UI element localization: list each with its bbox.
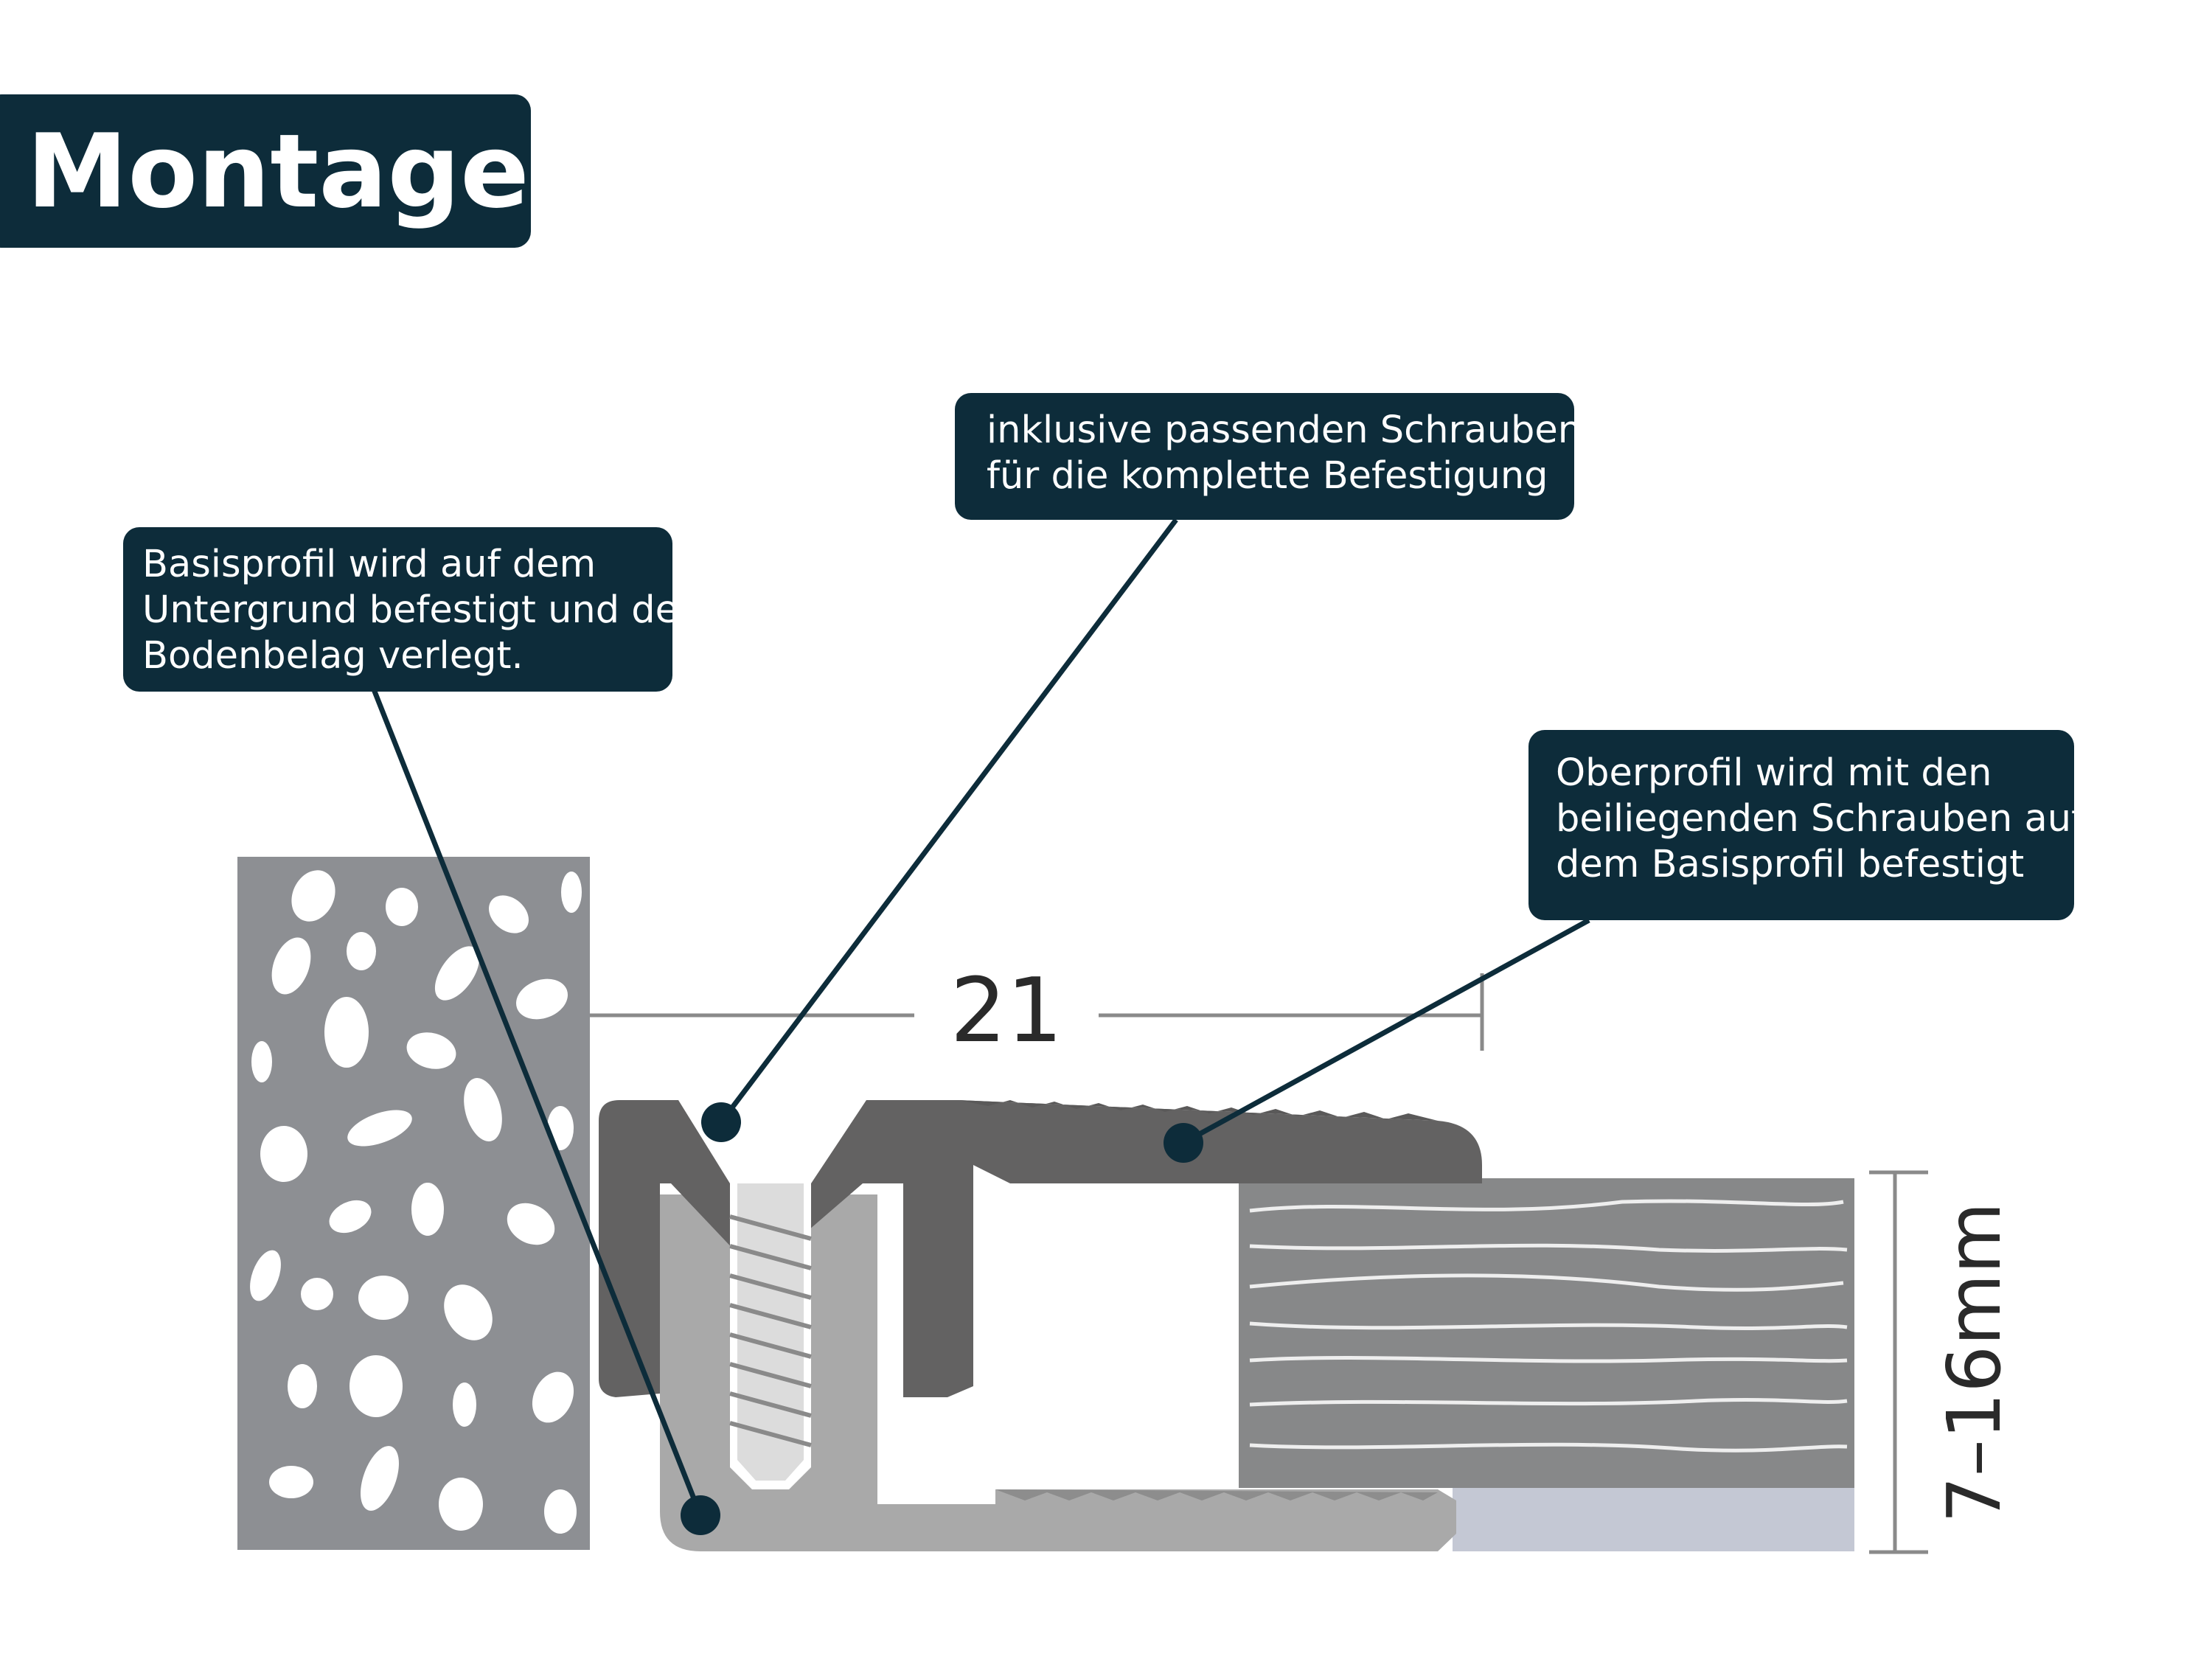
callout-oberprofil-line-1: Oberprofil wird mit den	[1556, 751, 1992, 795]
leader-schrauben	[719, 518, 1178, 1124]
title-box: Montage:	[0, 94, 570, 248]
callout-schrauben-line-2: für die komplette Befestigung	[987, 454, 1548, 498]
leader-lines	[369, 518, 1590, 1517]
leader-oberprofil	[1182, 917, 1590, 1146]
callout-schrauben: inklusive passenden Schrauben für die ko…	[955, 393, 1582, 520]
callout-oberprofil-line-2: beiliegenden Schrauben auf	[1556, 797, 2085, 841]
concrete-wall	[237, 857, 590, 1550]
callout-basisprofil-line-3: Bodenbelag verlegt.	[142, 634, 524, 678]
screw	[678, 1100, 866, 1489]
callout-basisprofil-line-1: Basisprofil wird auf dem	[142, 543, 596, 586]
callout-basisprofil-line-2: Untergrund befestigt und der	[142, 588, 694, 632]
callout-oberprofil-line-3: dem Basisprofil befestigt	[1556, 843, 2024, 886]
height-label: 7–16mm	[1931, 1202, 2017, 1523]
leader-basisprofil	[369, 684, 703, 1517]
width-label: 21	[950, 960, 1063, 1062]
top-profile	[599, 1100, 1482, 1397]
dot-oberprofil	[1164, 1123, 1203, 1163]
dot-basisprofil	[681, 1495, 720, 1535]
height-dimension: 7–16mm	[1869, 1170, 2017, 1554]
leader-dots	[681, 1102, 1203, 1535]
callout-oberprofil: Oberprofil wird mit den beiliegenden Sch…	[1528, 730, 2085, 920]
width-dimension: 21	[590, 960, 1484, 1062]
base-profile	[660, 1194, 1456, 1551]
floor-covering	[1239, 1178, 1854, 1551]
callout-basisprofil: Basisprofil wird auf dem Untergrund befe…	[123, 527, 694, 692]
page-title: Montage:	[27, 112, 570, 231]
dot-schrauben	[701, 1102, 741, 1142]
callout-schrauben-line-1: inklusive passenden Schrauben	[987, 408, 1582, 452]
